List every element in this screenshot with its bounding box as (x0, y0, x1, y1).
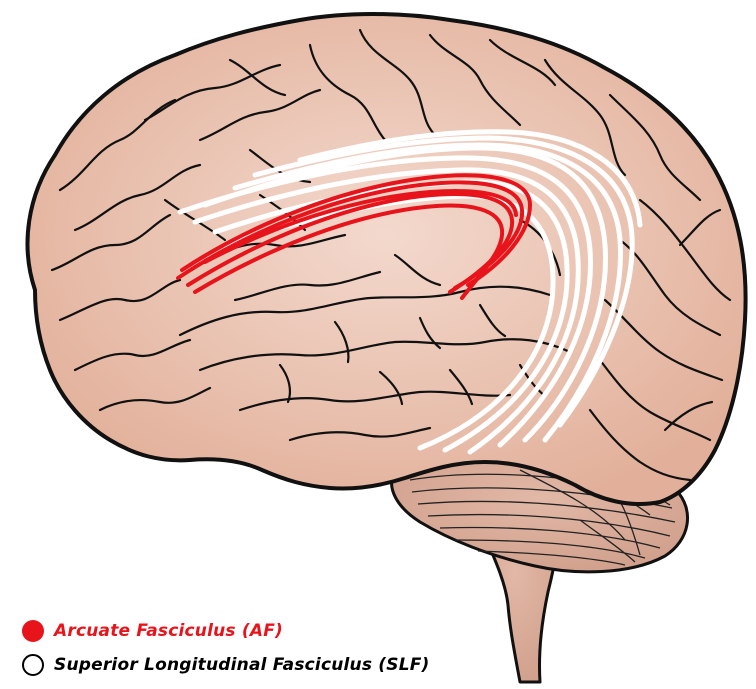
legend-item-af: Arcuate Fasciculus (AF) (22, 614, 430, 648)
legend: Arcuate Fasciculus (AF) Superior Longitu… (22, 614, 430, 682)
legend-swatch-slf (22, 654, 44, 676)
legend-item-slf: Superior Longitudinal Fasciculus (SLF) (22, 648, 430, 682)
legend-label-slf: Superior Longitudinal Fasciculus (SLF) (54, 655, 430, 675)
legend-swatch-af (22, 620, 44, 642)
legend-label-af: Arcuate Fasciculus (AF) (54, 621, 283, 641)
